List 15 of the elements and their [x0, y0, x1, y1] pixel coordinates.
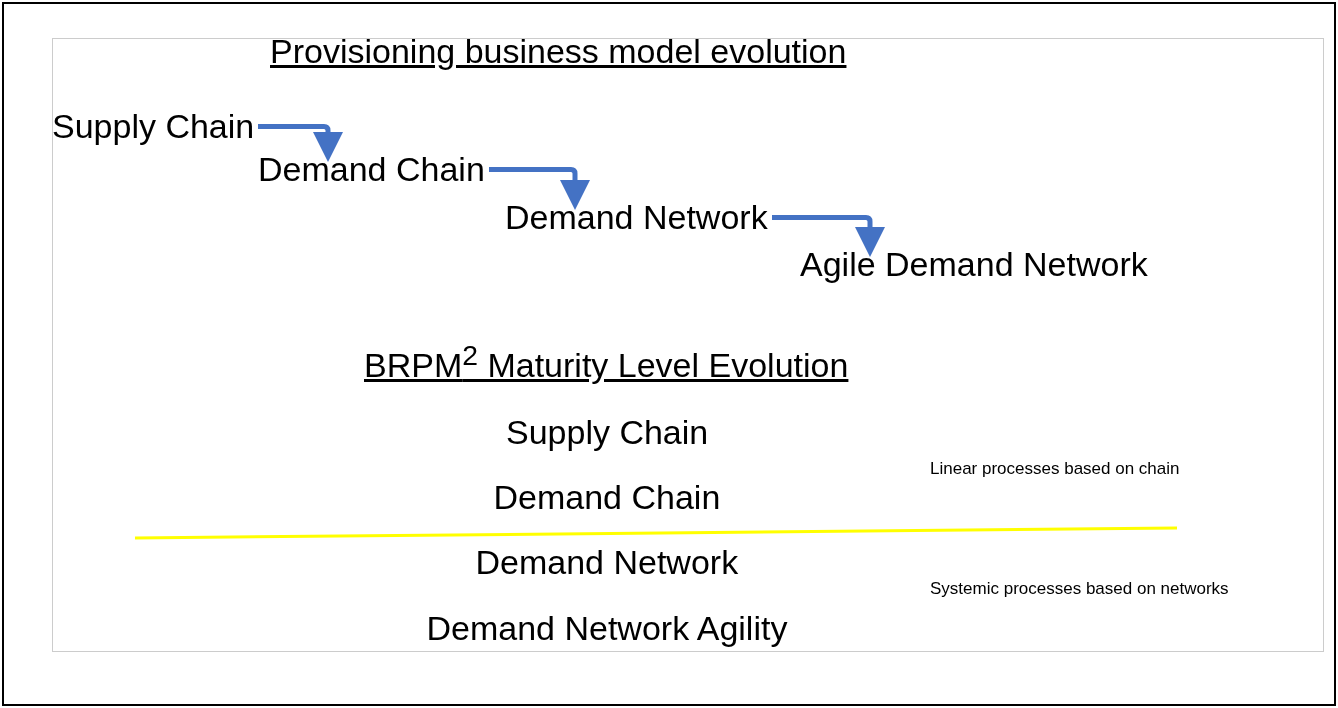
level-text: Demand Chain [493, 479, 721, 517]
bent-arrow [258, 124, 343, 162]
level-text: Supply Chain [506, 414, 709, 452]
side-note: Linear processes based on chain [930, 460, 1180, 479]
bent-arrow [489, 167, 590, 210]
stage-text: Demand Chain [258, 151, 485, 189]
side-note: Systemic processes based on networks [930, 580, 1229, 599]
stage-text: Demand Network [505, 199, 768, 237]
heading: BRPM$^{2}$ Maturity Level Evolution [364, 340, 849, 385]
level-text: Demand Network [475, 544, 739, 582]
level-text: Demand Network Agility [426, 610, 788, 648]
heading: Provisioning business model evolution [270, 33, 847, 71]
bent-arrow [772, 215, 885, 257]
stage-text: Agile Demand Network [800, 246, 1148, 284]
stage-text: Supply Chain [52, 108, 255, 146]
